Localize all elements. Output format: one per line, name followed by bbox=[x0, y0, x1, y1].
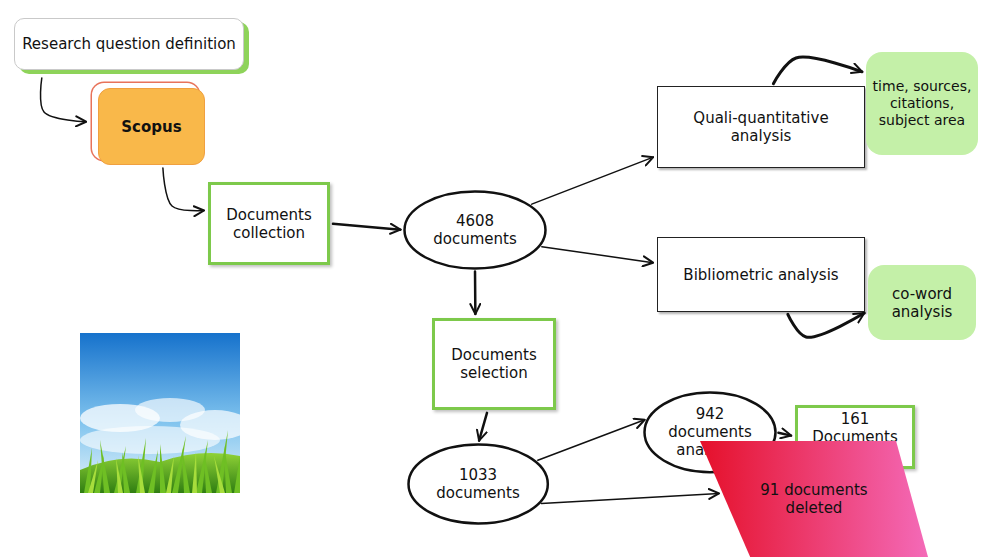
node-label: Scopus bbox=[121, 118, 181, 136]
ellipse-shape bbox=[405, 192, 546, 269]
flow-arrow bbox=[773, 57, 862, 84]
result-box: time, sources, citations, subject area bbox=[866, 52, 978, 155]
banner-shape bbox=[700, 441, 928, 557]
ellipse-shape bbox=[408, 445, 547, 524]
analysis-box: Quali-quantitative analysis bbox=[657, 86, 865, 168]
text-group: Documents collection bbox=[216, 206, 322, 242]
count-ellipse: 1033 documents bbox=[407, 443, 549, 525]
process-box: Documents selection bbox=[432, 318, 556, 410]
count-ellipse: 4608 documents bbox=[403, 190, 547, 270]
node-label: Quali-quantitative analysis bbox=[665, 109, 857, 145]
flow-arrow bbox=[788, 313, 864, 337]
text-group: co-word analysis bbox=[874, 285, 970, 321]
text-group: Research question definition bbox=[22, 35, 236, 53]
flow-arrow bbox=[479, 413, 487, 441]
start-box: Research question definition bbox=[14, 18, 244, 70]
text-group: Documents selection bbox=[440, 346, 548, 382]
text-group: Scopus bbox=[121, 118, 181, 136]
analysis-box: Bibliometric analysis bbox=[657, 237, 865, 312]
database-box: Scopus bbox=[98, 88, 205, 165]
text-group: 1033 documents bbox=[428, 466, 528, 502]
flow-arrow bbox=[474, 272, 477, 315]
flow-arrow bbox=[542, 247, 653, 263]
text-group: 91 documents deleted bbox=[740, 481, 888, 517]
deleted-banner: 91 documents deleted bbox=[700, 441, 928, 557]
flow-arrow bbox=[541, 493, 719, 503]
connectors bbox=[41, 57, 865, 503]
process-box: Documents collection bbox=[208, 182, 330, 265]
node-label: 91 documents deleted bbox=[740, 481, 888, 517]
result-box: co-word analysis bbox=[868, 265, 976, 340]
node-label: time, sources, citations, subject area bbox=[870, 78, 974, 128]
node-label: Documents selection bbox=[440, 346, 548, 382]
flow-arrow bbox=[532, 157, 653, 204]
flow-arrow bbox=[163, 168, 204, 211]
node-label: co-word analysis bbox=[874, 285, 970, 321]
node-label: Research question definition bbox=[22, 35, 236, 53]
node-label: Documents collection bbox=[216, 206, 322, 242]
flow-arrow bbox=[538, 420, 645, 460]
node-label: 1033 documents bbox=[428, 466, 528, 502]
flow-arrow bbox=[41, 78, 87, 122]
flow-arrow bbox=[333, 224, 401, 230]
sky-grass-picture bbox=[80, 333, 240, 493]
text-group: Quali-quantitative analysis bbox=[665, 109, 857, 145]
text-group: 4608 documents bbox=[424, 212, 525, 248]
grass-blades-light bbox=[88, 452, 225, 493]
node-label: 4608 documents bbox=[424, 212, 525, 248]
flow-arrow bbox=[778, 433, 791, 436]
text-group: Bibliometric analysis bbox=[683, 266, 838, 284]
text-group: time, sources, citations, subject area bbox=[870, 78, 974, 128]
node-label: Bibliometric analysis bbox=[683, 266, 838, 284]
grass-blades bbox=[84, 430, 240, 493]
